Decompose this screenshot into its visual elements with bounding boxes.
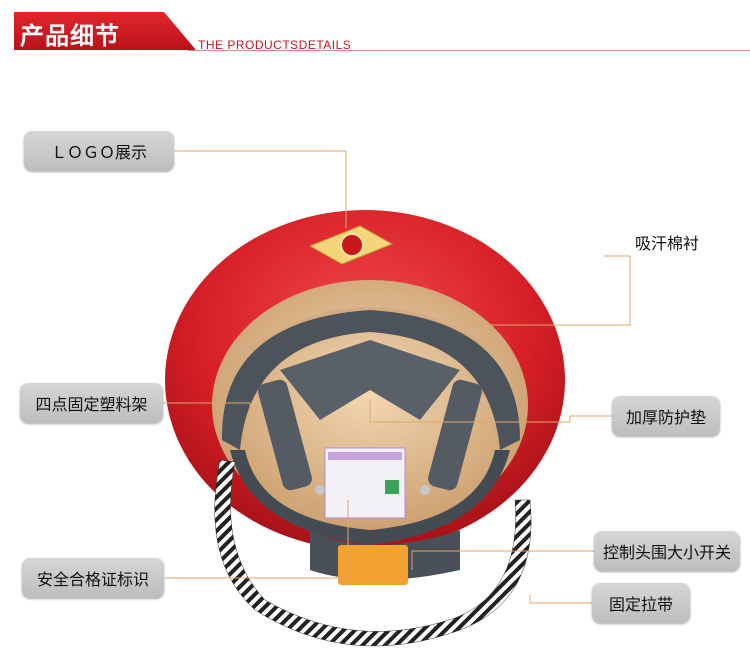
callout-certificate: 安全合格证标识 bbox=[22, 558, 164, 598]
helmet-illustration bbox=[165, 210, 565, 647]
header-divider bbox=[188, 50, 750, 51]
callout-sweatband: 吸汗棉衬 bbox=[634, 234, 699, 253]
page-subtitle: THE PRODUCTSDETAILS bbox=[198, 38, 352, 52]
helmet-logo bbox=[308, 225, 394, 265]
callout-frame: 四点固定塑料架 bbox=[20, 383, 163, 423]
header-tab bbox=[14, 12, 196, 52]
chin-strap bbox=[214, 459, 532, 647]
callout-pad: 加厚防护垫 bbox=[612, 396, 720, 436]
page-title: 产品细节 bbox=[20, 22, 120, 50]
section-header: 产品细节 THE PRODUCTSDETAILS bbox=[0, 0, 750, 60]
callout-logo: ＬＯＧＯ展示 bbox=[24, 131, 174, 171]
certificate-label bbox=[324, 447, 406, 519]
header-tab-shape bbox=[14, 12, 196, 50]
callout-strap: 固定拉带 bbox=[592, 583, 690, 623]
callout-size-switch: 控制头围大小开关 bbox=[594, 531, 740, 571]
